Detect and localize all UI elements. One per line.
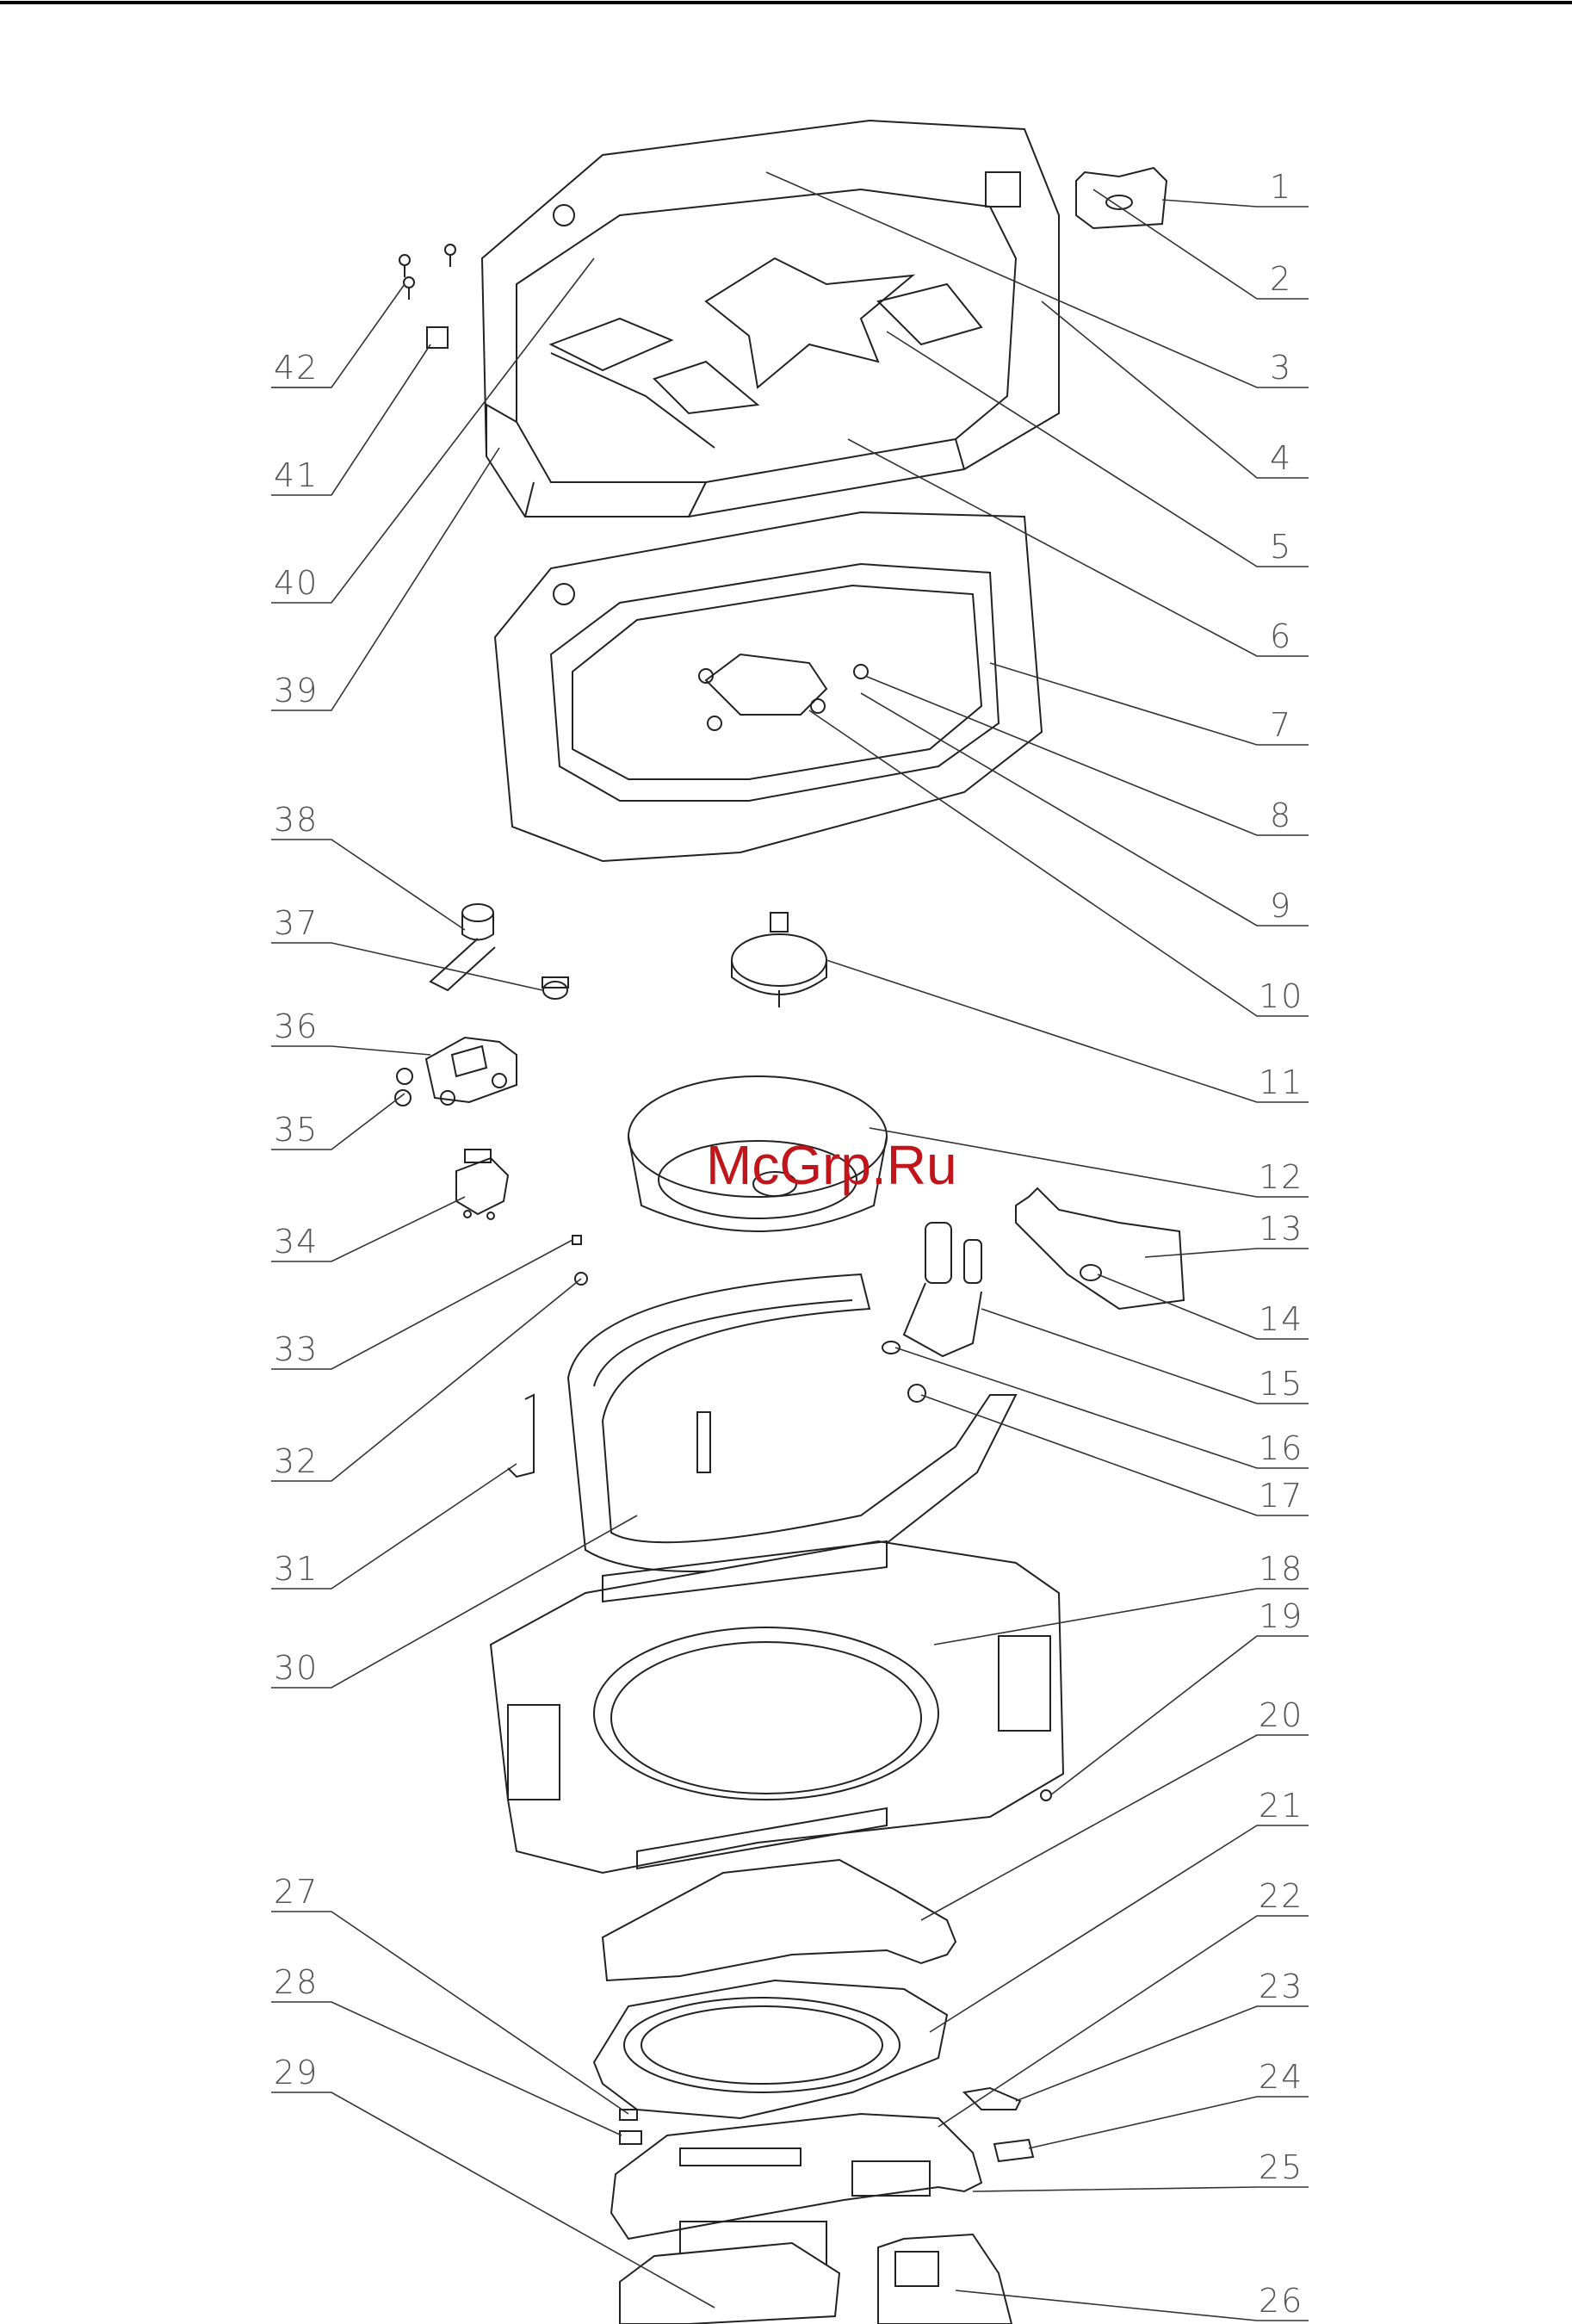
part-26-cover: [878, 2234, 1012, 2324]
part-30-evaporator-coil: [568, 1274, 1016, 1571]
part-31-bracket: [508, 1395, 534, 1477]
label-1: 1: [1270, 168, 1292, 206]
part-19-screw: [1041, 1790, 1051, 1800]
label-8: 8: [1270, 796, 1292, 834]
label-38: 38: [274, 801, 319, 839]
label-12: 12: [1259, 1158, 1303, 1196]
part-35-grommets: [395, 1069, 412, 1106]
part-1-bracket: [1076, 168, 1167, 228]
label-26: 26: [1259, 2282, 1303, 2320]
label-15: 15: [1259, 1365, 1303, 1403]
label-28: 28: [274, 1963, 319, 2001]
label-3: 3: [1270, 349, 1292, 387]
label-20: 20: [1259, 1696, 1303, 1734]
part-36-pump: [426, 1038, 517, 1105]
label-25: 25: [1259, 2148, 1303, 2186]
label-14: 14: [1259, 1300, 1303, 1338]
label-34: 34: [274, 1223, 319, 1261]
label-36: 36: [274, 1007, 319, 1045]
label-37: 37: [274, 904, 319, 942]
label-29: 29: [274, 2054, 319, 2092]
label-2: 2: [1270, 260, 1292, 298]
label-31: 31: [274, 1550, 319, 1588]
part-37-cap: [542, 977, 568, 999]
label-18: 18: [1259, 1550, 1303, 1588]
part-15-valve-assembly: [904, 1223, 981, 1356]
foam-tray: [495, 512, 1042, 861]
top-cabinet: [482, 121, 1059, 517]
part-24-connector: [994, 2140, 1033, 2161]
part-13-electric-box-cover: [1016, 1188, 1184, 1309]
label-9: 9: [1270, 887, 1292, 925]
watermark-logo: McGrp.Ru: [706, 1134, 957, 1196]
label-22: 22: [1259, 1877, 1303, 1915]
part-27-cover: [620, 2243, 839, 2324]
part-29-clip: [620, 2110, 637, 2120]
part-17-clip: [908, 1385, 925, 1402]
part-11-motor: [732, 913, 826, 1007]
label-19: 19: [1259, 1597, 1303, 1635]
label-17: 17: [1259, 1477, 1303, 1515]
label-24: 24: [1259, 2058, 1303, 2096]
part-33-clip: [572, 1236, 581, 1244]
label-32: 32: [274, 1442, 319, 1480]
label-11: 11: [1259, 1063, 1303, 1101]
label-16: 16: [1259, 1429, 1303, 1467]
label-7: 7: [1270, 706, 1292, 744]
label-40: 40: [274, 564, 319, 602]
part-28-clip: [620, 2131, 641, 2144]
label-6: 6: [1270, 617, 1292, 655]
label-13: 13: [1259, 1210, 1303, 1248]
label-21: 21: [1259, 1787, 1303, 1825]
part-42-screws: [399, 245, 455, 300]
label-39: 39: [274, 672, 319, 710]
label-5: 5: [1270, 528, 1292, 566]
label-33: 33: [274, 1330, 319, 1368]
part-34-valve: [456, 1150, 508, 1219]
label-23: 23: [1259, 1968, 1303, 2005]
label-27: 27: [274, 1873, 319, 1911]
label-41: 41: [274, 456, 319, 494]
part-20-panel: [603, 1860, 956, 1980]
label-4: 4: [1270, 439, 1292, 477]
label-10: 10: [1259, 977, 1303, 1015]
label-30: 30: [274, 1649, 319, 1687]
part-18-chassis: [491, 1541, 1063, 1873]
label-42: 42: [274, 349, 319, 387]
label-35: 35: [274, 1111, 319, 1149]
part-21-drain-pan: [594, 1980, 947, 2118]
part-22-control-box: [611, 2114, 981, 2239]
